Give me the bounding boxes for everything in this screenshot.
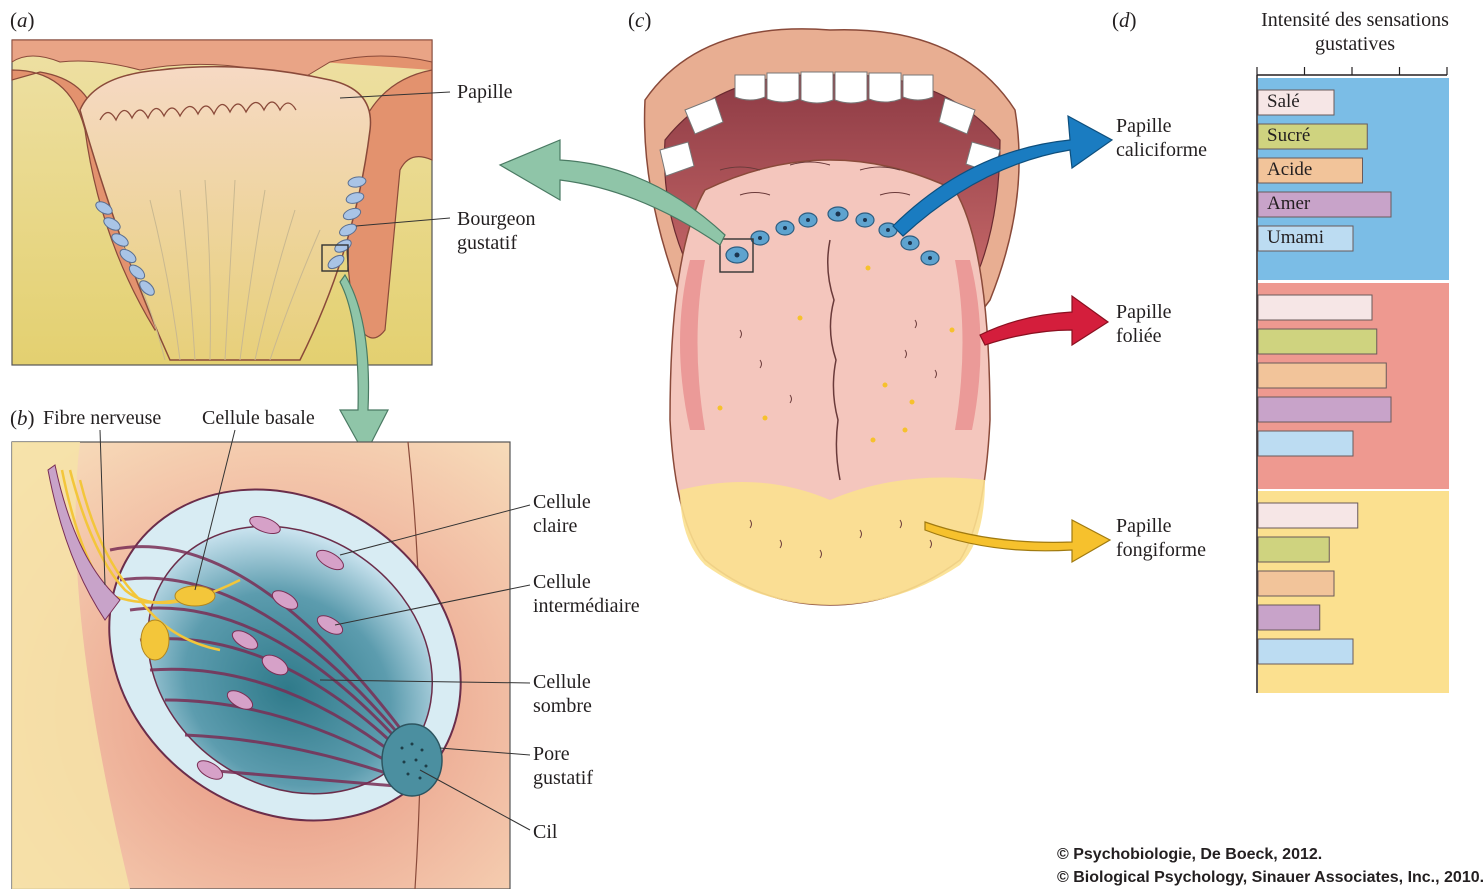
chart-category-label: Amer: [1267, 193, 1310, 215]
chart-bar: [1258, 363, 1386, 388]
chart-bar: [1258, 503, 1358, 528]
copyright-line-2: © Biological Psychology, Sinauer Associa…: [1057, 869, 1484, 887]
chart-category-label: Sucré: [1267, 125, 1310, 147]
chart-bar: [1258, 329, 1377, 354]
chart-bar: [1258, 639, 1353, 664]
chart-bar: [1258, 571, 1334, 596]
chart-bar: [1258, 605, 1320, 630]
copyright-line-1: © Psychobiologie, De Boeck, 2012.: [1057, 846, 1322, 864]
chart-category-label: Acide: [1267, 159, 1312, 181]
chart-bar: [1258, 295, 1372, 320]
chart-bar: [1258, 431, 1353, 456]
chart-category-label: Umami: [1267, 227, 1324, 249]
chart-bar: [1258, 537, 1329, 562]
chart-category-label: Salé: [1267, 91, 1300, 113]
chart-bar: [1258, 397, 1391, 422]
